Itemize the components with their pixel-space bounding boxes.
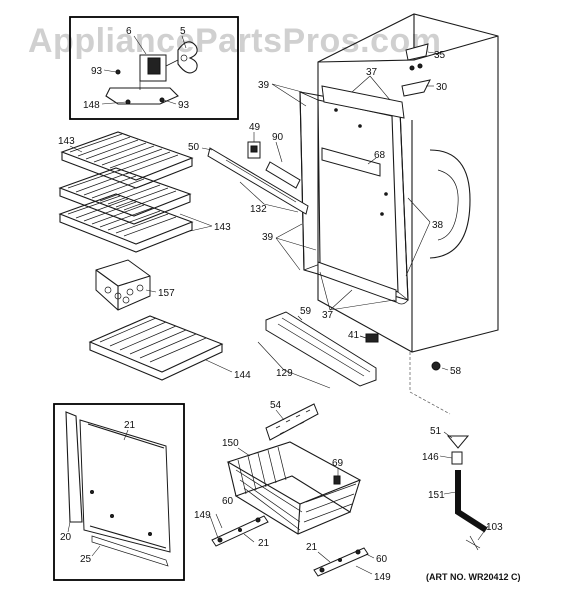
- art-number: (ART NO. WR20412 C): [426, 572, 521, 582]
- label-37-bottom: 37: [322, 310, 334, 321]
- fan-blade-part: [177, 41, 198, 74]
- wire-shelf-part: [58, 193, 194, 253]
- drain-assembly-part: [439, 431, 489, 551]
- label-60-left: 60: [222, 496, 234, 507]
- slide-rail-left-part: [209, 513, 269, 547]
- label-143-side: 143: [214, 222, 231, 233]
- screw-41-part: [359, 333, 379, 343]
- label-21-left: 21: [258, 538, 270, 549]
- label-148: 148: [83, 100, 100, 111]
- label-103: 103: [486, 522, 503, 533]
- label-37-top: 37: [366, 67, 378, 78]
- label-51: 51: [430, 426, 442, 437]
- label-146: 146: [422, 452, 439, 463]
- label-129: 129: [276, 368, 293, 379]
- freezer-cabinet: [299, 13, 499, 415]
- label-21-right: 21: [306, 542, 318, 553]
- label-49: 49: [249, 122, 261, 133]
- label-68: 68: [374, 150, 386, 161]
- slide-rail-right-part: [313, 547, 375, 577]
- label-50: 50: [188, 142, 200, 153]
- label-93-upper: 93: [91, 66, 103, 77]
- clip-69-part: [333, 468, 341, 485]
- top-hinge-part: [401, 43, 441, 97]
- label-60-right: 60: [376, 554, 388, 565]
- label-5: 5: [180, 26, 186, 37]
- label-132: 132: [250, 204, 267, 215]
- label-30: 30: [436, 82, 448, 93]
- label-54: 54: [270, 400, 282, 411]
- fan-bracket-part: [105, 81, 179, 105]
- label-143-top: 143: [58, 136, 75, 147]
- rail-assembly-part: [201, 132, 309, 215]
- label-38: 38: [432, 220, 444, 231]
- watermark-text: AppliancePartsPros.com: [28, 22, 441, 60]
- label-6: 6: [126, 26, 132, 37]
- label-149-left: 149: [194, 510, 211, 521]
- label-150: 150: [222, 438, 239, 449]
- label-59: 59: [300, 306, 312, 317]
- label-90: 90: [272, 132, 284, 143]
- wire-shelf-part: [58, 167, 192, 225]
- label-25: 25: [80, 554, 92, 565]
- label-21-inset: 21: [124, 420, 136, 431]
- label-93-lower: 93: [178, 100, 190, 111]
- evaporator-cover-inset: [53, 403, 185, 581]
- basket-divider-part: [265, 403, 319, 441]
- label-58: 58: [450, 366, 462, 377]
- label-149-right: 149: [374, 572, 391, 583]
- label-41: 41: [348, 330, 360, 341]
- leveler-58-part: [431, 361, 449, 371]
- small-basket-part: [95, 259, 157, 311]
- bottom-shelf-part: [88, 315, 233, 381]
- label-157: 157: [158, 288, 175, 299]
- label-39-lower: 39: [262, 232, 274, 243]
- label-35: 35: [434, 50, 446, 61]
- fan-assembly-inset: 6 5 93 148 93: [69, 16, 239, 120]
- label-69: 69: [332, 458, 344, 469]
- kickplate-grille-part: [257, 311, 377, 389]
- label-39-top: 39: [258, 80, 270, 91]
- label-151: 151: [428, 490, 445, 501]
- wire-basket-part: [226, 441, 362, 535]
- fan-motor-part: [139, 54, 179, 82]
- label-20: 20: [60, 532, 72, 543]
- label-144: 144: [234, 370, 251, 381]
